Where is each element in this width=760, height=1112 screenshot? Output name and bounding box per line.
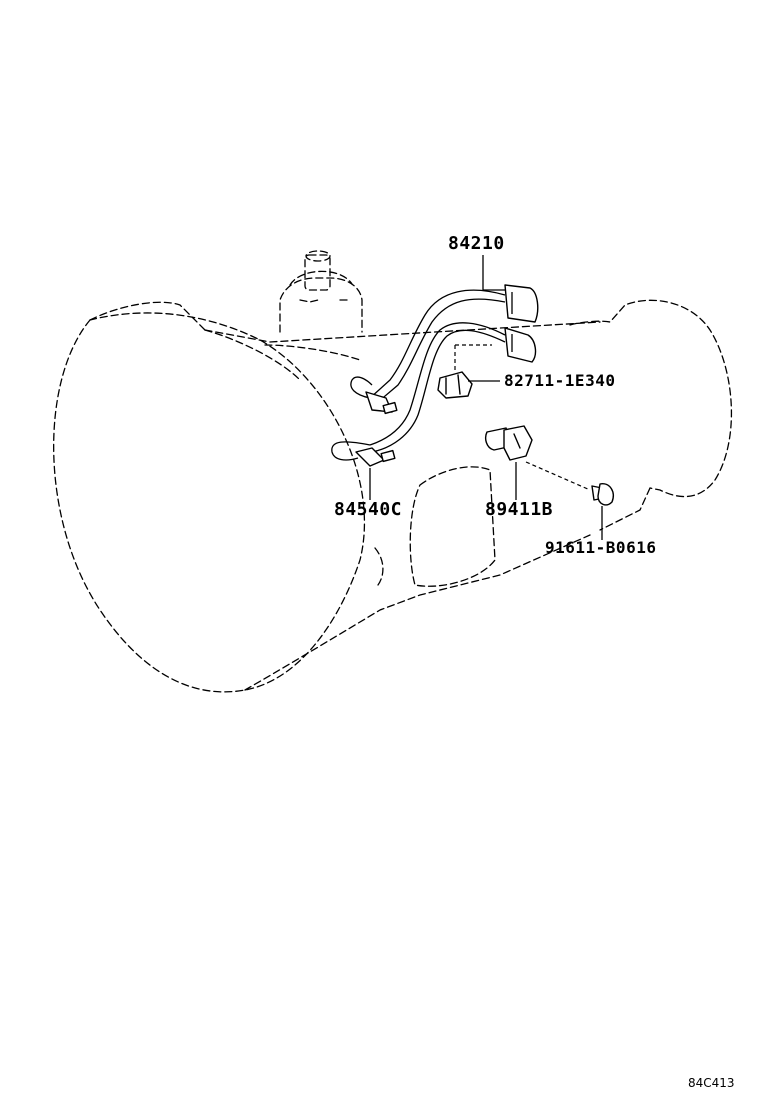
leader-lines xyxy=(369,255,603,540)
speed-sensor-89411B xyxy=(485,425,591,491)
clamp-82711-1E340 xyxy=(437,344,492,399)
callout-82711-1E340[interactable]: 82711-1E340 xyxy=(504,371,616,390)
wiring-harness-84210 xyxy=(331,284,539,467)
callout-89411B[interactable]: 89411B xyxy=(485,499,554,520)
callout-84210[interactable]: 84210 xyxy=(448,233,505,254)
diagram-reference-code: 84C413 xyxy=(688,1076,735,1090)
shift-lever-assembly xyxy=(279,250,363,333)
bolt-91611-B0616 xyxy=(591,483,614,506)
callout-91611-B0616[interactable]: 91611-B0616 xyxy=(545,538,657,557)
transmission-housing xyxy=(53,299,733,693)
callout-84540C[interactable]: 84540C xyxy=(334,499,403,520)
